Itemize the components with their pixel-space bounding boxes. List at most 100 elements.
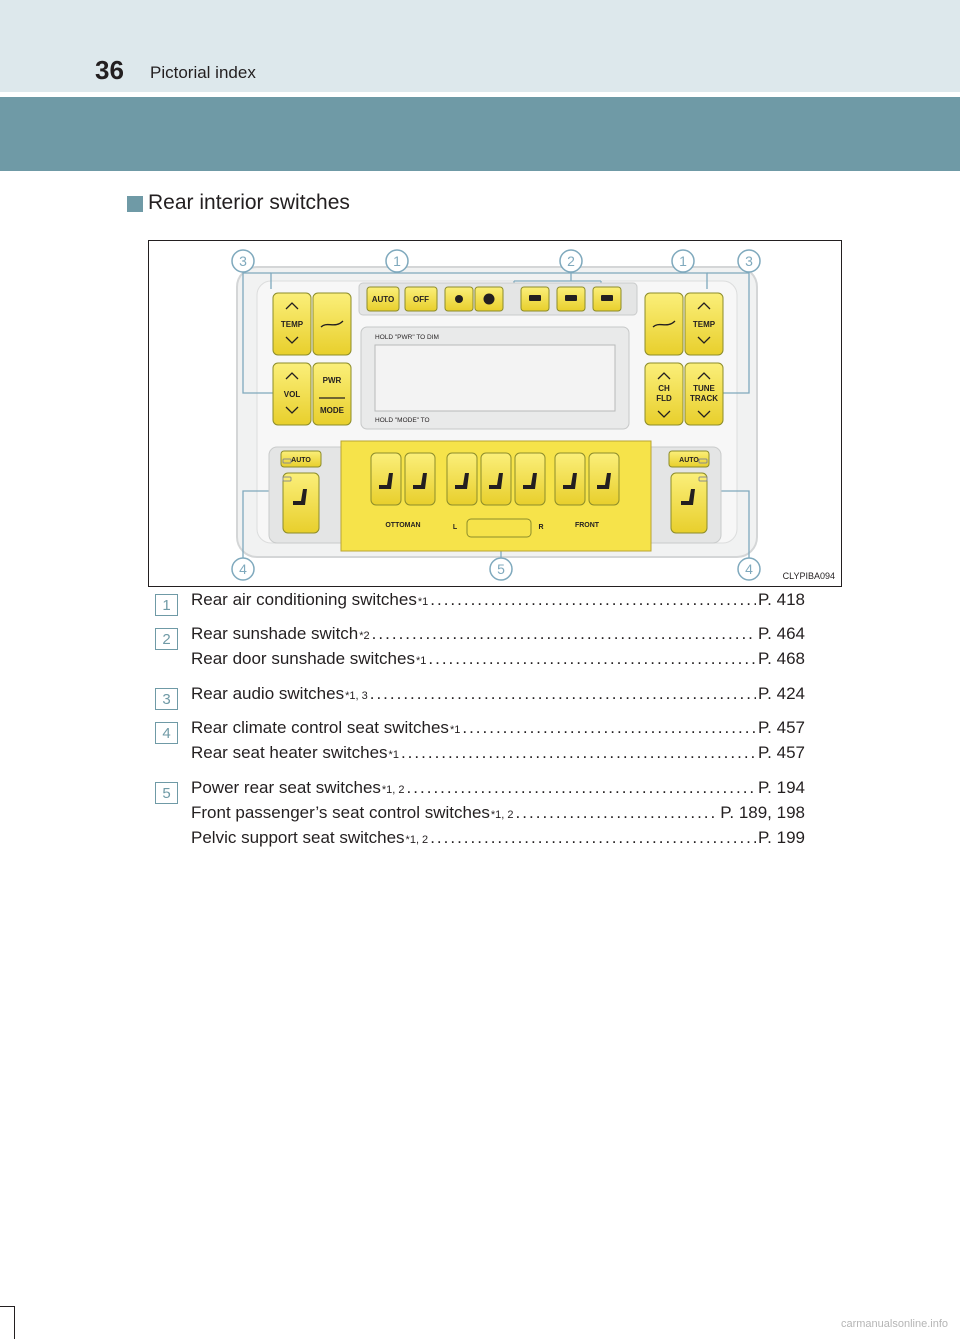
item-label: Power rear seat switches <box>191 778 381 797</box>
item-number-badge: 4 <box>155 722 178 744</box>
callout-1-right-text: 1 <box>679 253 687 269</box>
item-footnote: *1 <box>449 724 461 736</box>
item-number-badge: 2 <box>155 628 178 650</box>
page-ref-link[interactable]: P. 457 <box>758 718 805 737</box>
svg-text:OFF: OFF <box>413 295 429 304</box>
callout-3-left-text: 3 <box>239 253 247 269</box>
ottoman-button-1 <box>370 452 402 506</box>
svg-text:FLD: FLD <box>656 394 672 403</box>
svg-text:TRACK: TRACK <box>690 394 718 403</box>
callout-1-left <box>385 249 409 273</box>
svg-text:CH: CH <box>658 384 670 393</box>
callout-4-left-text: 4 <box>239 561 247 577</box>
ottoman-button-2 <box>404 452 436 506</box>
left-temp-button <box>272 292 312 356</box>
list-line: Rear audio switches*1, 3P. 424 <box>191 684 805 704</box>
page-number: 36 <box>95 55 124 85</box>
page-ref-link[interactable]: P. 464 <box>758 624 805 643</box>
svg-text:AUTO: AUTO <box>291 457 311 464</box>
right-temp-button <box>684 292 724 356</box>
tune-track-button <box>684 362 724 426</box>
svg-text:MODE: MODE <box>320 406 345 415</box>
item-label: Front passenger’s seat control switches <box>191 803 490 822</box>
section-bullet-icon <box>127 196 143 212</box>
svg-text:AUTO: AUTO <box>372 295 395 304</box>
page-title: Pictorial index <box>150 63 256 82</box>
seat-button-1 <box>446 452 478 506</box>
sunshade-right-icon <box>601 295 613 301</box>
list-line: Rear sunshade switch*2 P. 464 <box>191 624 805 644</box>
airflow-icon <box>320 320 344 328</box>
callout-4-right-text: 4 <box>745 561 753 577</box>
item-number-badge: 5 <box>155 782 178 804</box>
callout-5 <box>489 557 513 581</box>
callout-1-right <box>671 249 695 273</box>
ac-off-button <box>404 286 438 312</box>
svg-text:TEMP: TEMP <box>693 320 716 329</box>
page-ref-link[interactable]: P. 457 <box>758 743 805 762</box>
page-ref-link[interactable]: P. 418 <box>758 590 805 609</box>
svg-text:OTTOMAN: OTTOMAN <box>385 522 420 529</box>
sunshade-rear-icon <box>565 295 577 301</box>
display-screen <box>374 344 616 412</box>
header-divider <box>0 92 960 97</box>
item-label: Rear seat heater switches <box>191 743 388 762</box>
page-header <box>0 0 960 92</box>
seat-memory-slot <box>466 518 532 538</box>
callout-3-left <box>231 249 255 273</box>
left-airflow-button <box>312 292 352 356</box>
list-line: Rear door sunshade switches*1 P. 468 <box>191 649 805 669</box>
item-footnote: *1 <box>415 655 427 667</box>
front-button-1 <box>554 452 586 506</box>
page-ref-link[interactable]: P. 424 <box>758 684 805 703</box>
figure-code: CLYPIBA094 <box>783 571 835 581</box>
list-line: Pelvic support seat switches*1, 2P. 199 <box>191 828 805 848</box>
callout-1-left-text: 1 <box>393 253 401 269</box>
item-label: Rear air conditioning switches <box>191 590 417 609</box>
footer-watermark: carmanualsonline.info <box>840 1318 948 1330</box>
item-label: Rear climate control seat switches <box>191 718 449 737</box>
page-ref-link[interactable]: P. 199 <box>758 828 805 847</box>
callout-2 <box>559 249 583 273</box>
fan-low-icon <box>455 295 463 303</box>
display-bottom-label: HOLD "MODE" TO <box>375 417 430 424</box>
item-footnote: *2 <box>359 630 370 642</box>
svg-text:R: R <box>538 524 543 531</box>
callout-2-text: 2 <box>567 253 575 269</box>
svg-text:TUNE: TUNE <box>693 384 715 393</box>
item-footnote: *1 <box>388 749 399 761</box>
svg-text:VOL: VOL <box>284 390 301 399</box>
item-number-badge: 3 <box>155 688 178 710</box>
list-line: Front passenger’s seat control switches*… <box>191 803 805 823</box>
list-line: Rear air conditioning switches*1P. 418 <box>191 590 805 610</box>
svg-text:L: L <box>453 524 458 531</box>
pwr-mode-button <box>312 362 352 426</box>
item-label: Pelvic support seat switches <box>191 828 405 847</box>
seat-button-2 <box>480 452 512 506</box>
list-line: Power rear seat switches*1, 2P. 194 <box>191 778 805 798</box>
sunshade-left-icon <box>529 295 541 301</box>
list-line: Rear seat heater switches*1 P. 457 <box>191 743 805 763</box>
seat-icon <box>379 473 393 489</box>
svg-text:AUTO: AUTO <box>679 457 699 464</box>
section-title: Rear interior switches <box>148 191 350 214</box>
callout-3-right <box>737 249 761 273</box>
fan-high-icon <box>483 293 495 305</box>
item-label: Rear door sunshade switches <box>191 649 415 668</box>
callout-4-left <box>231 557 255 581</box>
display-top-label: HOLD "PWR" TO DIM <box>375 334 439 341</box>
callout-5-text: 5 <box>497 561 505 577</box>
ac-auto-button <box>366 286 400 312</box>
crop-mark-bl-v <box>14 1306 15 1339</box>
callout-4-right <box>737 557 761 581</box>
rear-switch-panel-figure: 3 1 2 1 3 4 5 4 AUTO OFF <box>148 240 842 587</box>
svg-text:FRONT: FRONT <box>575 522 600 529</box>
page-ref-link[interactable]: P. 194 <box>758 778 805 797</box>
callout-3-right-text: 3 <box>745 253 753 269</box>
item-footnote: *1, 3 <box>345 690 368 702</box>
item-label: Rear sunshade switch <box>191 624 359 643</box>
svg-text:TEMP: TEMP <box>281 320 304 329</box>
item-number-badge: 1 <box>155 594 178 616</box>
page-ref-link[interactable]: P. 468 <box>758 649 805 668</box>
page-ref-link[interactable]: P. 189, 198 <box>720 803 805 822</box>
